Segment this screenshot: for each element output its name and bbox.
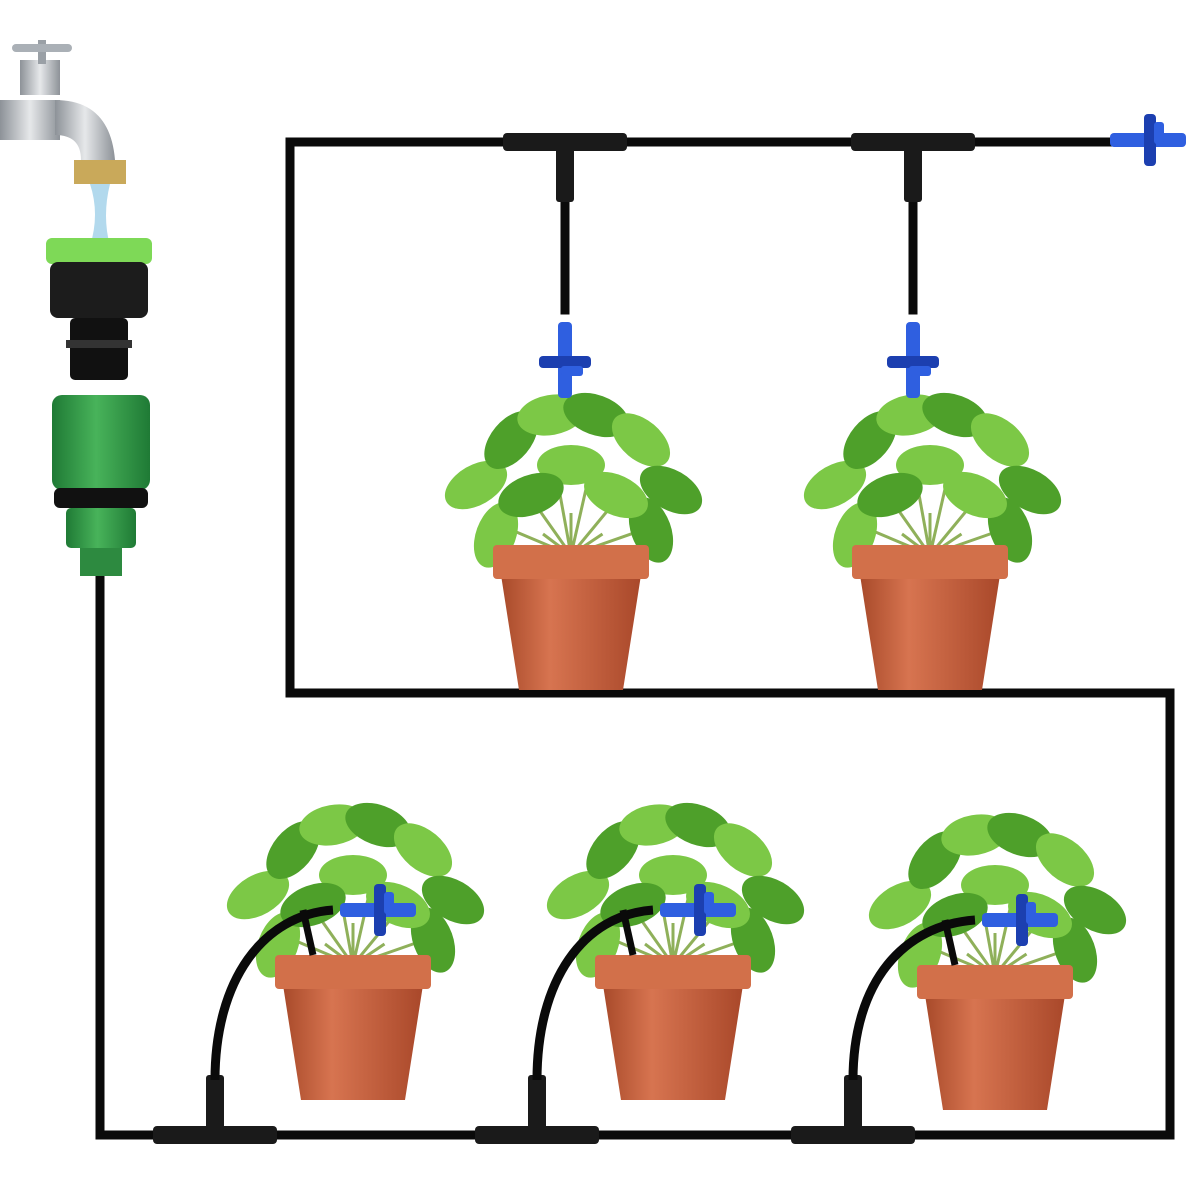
potted-plant-icon bbox=[444, 392, 703, 690]
tee-connector-icon bbox=[153, 1075, 277, 1144]
drip-emitter-icon bbox=[539, 322, 591, 398]
tee-connector-icon bbox=[475, 1075, 599, 1144]
faucet-icon bbox=[0, 40, 126, 246]
drip-emitters bbox=[340, 114, 1186, 946]
potted-plant-icon bbox=[848, 812, 1127, 1110]
drip-emitter-icon bbox=[887, 322, 939, 398]
drip-emitter-icon bbox=[660, 884, 736, 936]
potted-plant-icon bbox=[532, 802, 805, 1100]
tee-connector-icon bbox=[851, 133, 975, 202]
tee-connector-icon bbox=[791, 1075, 915, 1144]
potted-plant-icon bbox=[210, 802, 485, 1100]
tap-adapter-icon bbox=[46, 238, 152, 380]
potted-plants bbox=[210, 392, 1127, 1110]
tee-connector-icon bbox=[503, 133, 627, 202]
hose-connector-icon bbox=[52, 395, 150, 576]
drip-emitter-icon bbox=[1110, 114, 1186, 166]
drip-emitter-icon bbox=[340, 884, 416, 936]
drip-emitter-icon bbox=[982, 894, 1058, 946]
potted-plant-icon bbox=[803, 392, 1062, 690]
tee-connectors bbox=[153, 133, 975, 1144]
